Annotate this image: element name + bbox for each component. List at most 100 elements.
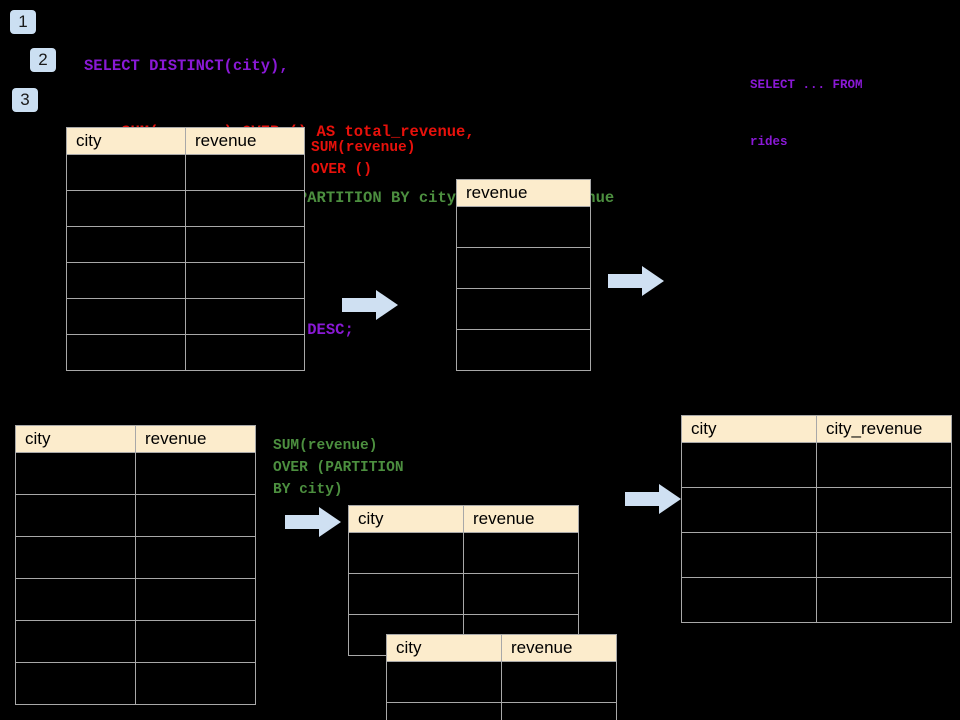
table-row [15, 662, 256, 705]
table-cell [185, 226, 305, 263]
table-cell [185, 190, 305, 227]
arrow-partition-to-result [625, 482, 681, 516]
table-header-row: revenue [456, 179, 591, 207]
table-cell [66, 154, 186, 191]
table-row [348, 532, 579, 574]
table-total-revenue: revenue [456, 179, 591, 371]
table-row [681, 577, 952, 623]
table-cell [185, 262, 305, 299]
column-header-city-revenue: city_revenue [816, 415, 952, 443]
table-cell [816, 442, 952, 488]
table-partition-group-back: city revenue [348, 505, 579, 656]
column-header-revenue: revenue [135, 425, 256, 453]
table-rides-source-bottom: city revenue [15, 425, 256, 705]
table-cell [463, 573, 579, 615]
table-row [681, 532, 952, 578]
sql-aside-line-2: rides [750, 135, 788, 149]
table-cell [185, 298, 305, 335]
table-cell [348, 532, 464, 574]
table-row [66, 298, 305, 335]
table-cell [135, 452, 256, 495]
table-cell [386, 702, 502, 720]
table-row [681, 487, 952, 533]
table-cell [816, 532, 952, 578]
table-row [66, 190, 305, 227]
table-row [456, 288, 591, 330]
table-cell [185, 334, 305, 371]
sql-aside-select-from: SELECT ... FROM rides [750, 38, 863, 190]
table-cell [135, 536, 256, 579]
annotation-total-revenue: SUM(revenue) OVER () [311, 140, 416, 178]
table-row [15, 452, 256, 495]
table-cell [681, 442, 817, 488]
table-cell [15, 536, 136, 579]
table-cell [135, 578, 256, 621]
column-header-city: city [15, 425, 136, 453]
table-header-row: city revenue [66, 127, 305, 155]
table-cell [66, 226, 186, 263]
table-row [456, 329, 591, 371]
table-cell [501, 661, 617, 703]
table-header-row: city revenue [386, 634, 617, 662]
table-cell [816, 487, 952, 533]
table-row [66, 334, 305, 371]
column-header-revenue: revenue [501, 634, 617, 662]
arrow-total-to-result [608, 264, 664, 298]
table-cell [681, 487, 817, 533]
table-cell [66, 262, 186, 299]
table-header-row: city revenue [348, 505, 579, 533]
arrow-source-to-total [342, 288, 398, 322]
table-partition-group-front: city revenue [386, 634, 617, 720]
table-cell [456, 206, 591, 248]
step-badge-3: 3 [12, 88, 38, 112]
table-row [66, 226, 305, 263]
table-row [15, 578, 256, 621]
table-row [456, 247, 591, 289]
table-row [15, 620, 256, 663]
table-cell [681, 532, 817, 578]
step-badge-2: 2 [30, 48, 56, 72]
sql-line-1: SELECT DISTINCT(city), [84, 57, 289, 75]
table-cell [681, 577, 817, 623]
column-header-city: city [66, 127, 186, 155]
column-header-revenue: revenue [456, 179, 591, 207]
table-cell [386, 661, 502, 703]
annotation-city-revenue: SUM(revenue) OVER (PARTITION BY city) [273, 438, 404, 498]
table-cell [135, 620, 256, 663]
sql-aside-line-1: SELECT ... FROM [750, 78, 863, 92]
table-cell [66, 190, 186, 227]
table-cell [501, 702, 617, 720]
table-row [348, 573, 579, 615]
step-badge-1: 1 [10, 10, 36, 34]
table-cell [15, 452, 136, 495]
column-header-revenue: revenue [463, 505, 579, 533]
table-row [386, 702, 617, 720]
table-cell [456, 247, 591, 289]
table-row [66, 262, 305, 299]
column-header-city: city [681, 415, 817, 443]
table-city-revenue-result: city city_revenue [681, 415, 952, 623]
table-row [15, 536, 256, 579]
table-cell [15, 662, 136, 705]
table-row [15, 494, 256, 537]
table-cell [185, 154, 305, 191]
table-cell [456, 329, 591, 371]
table-cell [463, 532, 579, 574]
table-header-row: city city_revenue [681, 415, 952, 443]
table-cell [816, 577, 952, 623]
table-row [66, 154, 305, 191]
table-rides-source-top: city revenue [66, 127, 305, 371]
table-row [681, 442, 952, 488]
table-cell [348, 573, 464, 615]
table-cell [66, 298, 186, 335]
column-header-revenue: revenue [185, 127, 305, 155]
column-header-city: city [348, 505, 464, 533]
arrow-source-to-partition [285, 505, 341, 539]
table-header-row: city revenue [15, 425, 256, 453]
table-cell [15, 578, 136, 621]
table-cell [15, 620, 136, 663]
table-row [386, 661, 617, 703]
column-header-city: city [386, 634, 502, 662]
table-cell [135, 494, 256, 537]
